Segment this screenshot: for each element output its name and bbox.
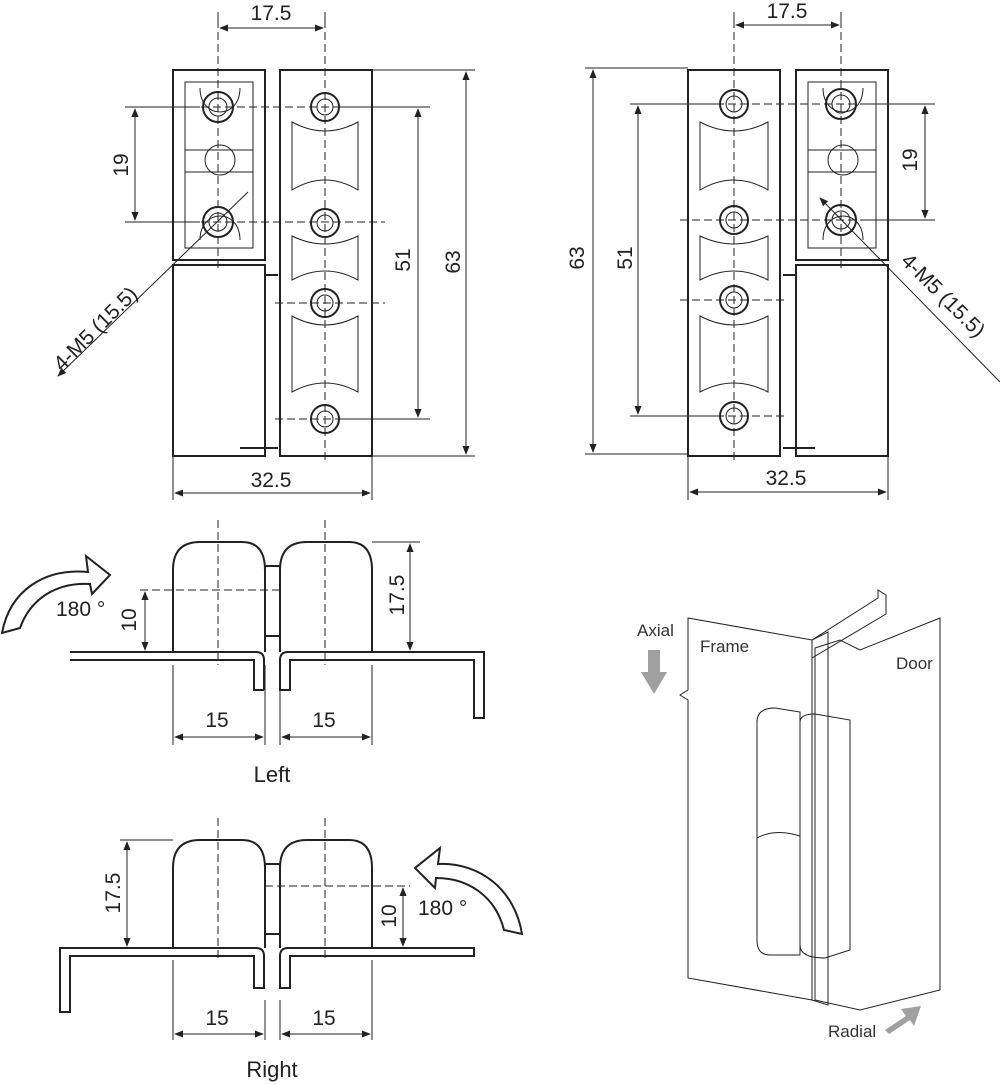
- door-label: Door: [896, 654, 933, 673]
- dim-inner-length: 51: [614, 246, 637, 269]
- rotation-arrow-icon: [413, 845, 524, 936]
- mounting-plate-outline: [172, 69, 266, 261]
- dim-left-width: 15: [205, 709, 228, 732]
- dim-knuckle-height: 17.5: [386, 575, 409, 616]
- dim-pin-offset: 10: [118, 608, 141, 631]
- door-leaf-pockets: [699, 121, 769, 393]
- door-knuckle: [279, 541, 373, 652]
- top-right-front-view: 17.5 19 51 63 32.5 4-M5 (15.5): [566, 0, 1000, 500]
- frame-knuckle: [172, 541, 266, 652]
- right-side-view: 17.5 10 15 15 180 ° Right: [59, 818, 524, 1082]
- radial-label: Radial: [828, 1022, 876, 1041]
- pin-joint: [264, 863, 281, 935]
- mounting-plate-outline: [795, 69, 889, 261]
- hinge-pin-gap: [783, 274, 815, 449]
- dim-total-width: 32.5: [766, 467, 807, 490]
- dim-total-width: 32.5: [251, 469, 292, 492]
- door-leaf-pockets: [291, 121, 359, 393]
- rotation-arrow-icon: [0, 553, 112, 635]
- door-leaf-outline: [279, 69, 373, 457]
- dim-pin-offset: 10: [378, 904, 401, 927]
- dim-total-height: 63: [442, 250, 465, 273]
- door-knuckle: [279, 839, 373, 948]
- dim-screw-spec: 4-M5 (15.5): [896, 249, 989, 342]
- top-left-front-view: 17.5 19 51 63 32.5 4-M5 (15.5): [49, 2, 475, 500]
- axial-arrow-icon: [641, 650, 667, 694]
- dim-knuckle-height: 17.5: [102, 873, 125, 914]
- door-panel: [814, 617, 941, 1011]
- dim-left-width: 15: [205, 1007, 228, 1030]
- door-flange: [279, 651, 485, 719]
- mounting-plate-pockets: [184, 81, 254, 249]
- dim-hole-pitch: 19: [110, 153, 133, 176]
- frame-flange: [59, 947, 265, 1013]
- hinge-pin-gap: [240, 274, 278, 449]
- mounting-plate-pockets: [807, 81, 877, 249]
- isometric-installation-view: Axial Frame Door Radial: [637, 589, 941, 1041]
- hinge-knuckle-frame: [756, 707, 801, 956]
- rotation-angle: 180 °: [418, 897, 467, 920]
- left-side-view: 17.5 10 15 15 180 ° Left: [0, 520, 485, 787]
- frame-leaf-outline: [795, 264, 889, 457]
- frame-label: Frame: [700, 637, 749, 656]
- dim-top-spacing: 17.5: [767, 0, 808, 23]
- dim-right-width: 15: [312, 1007, 335, 1030]
- dim-screw-spec: 4-M5 (15.5): [49, 283, 142, 376]
- radial-arrow-icon: [885, 1006, 921, 1034]
- view-caption: Left: [254, 762, 291, 787]
- pin-joint: [264, 565, 281, 637]
- axial-label: Axial: [637, 621, 674, 640]
- dim-total-height: 63: [566, 246, 589, 269]
- frame-knuckle: [172, 839, 266, 948]
- view-caption: Right: [246, 1057, 297, 1082]
- frame-leaf-outline: [172, 264, 266, 457]
- rotation-angle: 180 °: [56, 598, 105, 621]
- dim-top-spacing: 17.5: [251, 2, 292, 25]
- dim-hole-pitch: 19: [899, 148, 922, 171]
- mounting-plate-slots: [199, 87, 241, 241]
- mounting-plate-slots: [822, 87, 864, 241]
- dim-inner-length: 51: [392, 248, 415, 271]
- frame-flange: [70, 651, 265, 691]
- hinge-knuckle-door: [799, 713, 851, 959]
- door-edge: [811, 631, 829, 1006]
- dim-right-width: 15: [312, 709, 335, 732]
- door-flange: [279, 947, 475, 989]
